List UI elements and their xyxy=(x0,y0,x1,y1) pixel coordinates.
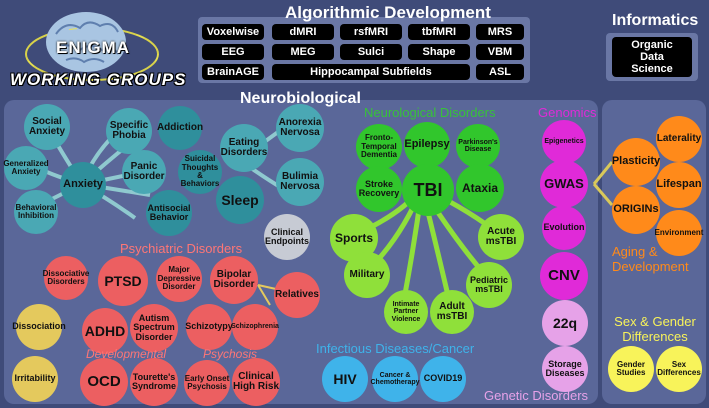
node-environment: Environment xyxy=(655,210,703,256)
node-addiction: Addiction xyxy=(157,106,203,150)
node-cnv: CNV xyxy=(540,252,588,300)
node-epigenetics: Epigenetics xyxy=(542,120,586,164)
brain-logo-icon xyxy=(25,12,159,81)
node-dissociative-disorders: Dissociative Disorders xyxy=(43,256,89,300)
aging-development-text: Aging & Development xyxy=(612,244,689,274)
node-clinical-endpoints: Clinical Endpoints xyxy=(264,214,310,260)
node-evolution: Evolution xyxy=(542,206,586,250)
informatics-title: Informatics xyxy=(612,12,699,29)
pill-dmri: dMRI xyxy=(272,24,334,40)
pill-voxelwise: Voxelwise xyxy=(202,24,264,40)
node-intimate-partner-violence: Intimate Partner Violence xyxy=(384,290,428,334)
node-plasticity: Plasticity xyxy=(612,138,660,186)
node-military: Military xyxy=(344,252,390,298)
node-adhd: ADHD xyxy=(82,308,128,354)
neurobiological-title: Neurobiological xyxy=(240,90,361,107)
node-tbi: TBI xyxy=(402,164,454,216)
pill-rsfmri: rsfMRI xyxy=(340,24,402,40)
pill-asl: ASL xyxy=(476,64,524,80)
node-frontotemporal-dementia: Fronto-Temporal Dementia xyxy=(356,124,402,170)
node-stroke-recovery: Stroke Recovery xyxy=(356,166,402,212)
node-autism-spectrum-disorder: Autism Spectrum Disorder xyxy=(130,304,178,352)
node-schizotypy: Schizotypy xyxy=(185,304,233,350)
node-ataxia: Ataxia xyxy=(456,164,504,212)
node-social-anxiety: Social Anxiety xyxy=(24,104,70,150)
node-tourettes-syndrome: Tourette's Syndrome xyxy=(130,358,178,406)
node-parkinsons-disease: Parkinson's Disease xyxy=(456,124,500,168)
node-22q: 22q xyxy=(542,300,588,346)
aging-development-label: Aging & Development xyxy=(612,244,704,274)
infectious-diseases-label: Infectious Diseases/Cancer xyxy=(316,341,475,356)
pill-shape: Shape xyxy=(408,44,470,60)
developmental-label: Developmental xyxy=(86,347,167,361)
node-anorexia-nervosa: Anorexia Nervosa xyxy=(276,104,324,152)
node-early-onset-psychosis: Early Onset Psychosis xyxy=(184,360,230,406)
node-origins: ORIGINs xyxy=(612,186,660,234)
genomics-label: Genomics xyxy=(538,105,597,120)
node-bulimia-nervosa: Bulimia Nervosa xyxy=(276,158,324,206)
psychosis-label: Psychosis xyxy=(203,347,258,361)
node-sleep: Sleep xyxy=(216,176,264,224)
pill-brainage: BrainAGE xyxy=(202,64,264,80)
pill-meg: MEG xyxy=(272,44,334,60)
sex-gender-label: Sex & Gender Differences xyxy=(606,314,704,344)
node-lifespan: Lifespan xyxy=(656,162,702,208)
node-behavioral-inhibition: Behavioral Inhibition xyxy=(14,190,58,234)
node-adult-mstbi: Adult msTBI xyxy=(430,290,474,334)
pill-eeg: EEG xyxy=(202,44,264,60)
node-hiv: HIV xyxy=(322,356,368,402)
psychiatric-disorders-label: Psychiatric Disorders xyxy=(120,241,243,256)
node-epilepsy: Epilepsy xyxy=(404,122,450,168)
pill-mrs: MRS xyxy=(476,24,524,40)
node-clinical-high-risk: Clinical High Risk xyxy=(232,358,280,406)
node-schizophrenia: Schizophrenia xyxy=(231,304,279,350)
node-acute-mstbi: Acute msTBI xyxy=(478,214,524,260)
node-covid19: COVID19 xyxy=(420,356,466,402)
node-suicidal-thoughts: Suicidal Thoughts & Behaviors xyxy=(178,150,222,194)
node-gender-studies: Gender Studies xyxy=(608,346,654,392)
node-anxiety: Anxiety xyxy=(60,162,106,208)
node-panic-disorder: Panic Disorder xyxy=(122,150,166,194)
node-ptsd: PTSD xyxy=(98,256,148,306)
node-dissociation: Dissociation xyxy=(12,304,66,350)
node-relatives: Relatives xyxy=(274,272,320,318)
logo-working-groups-text: WORKING GROUPS xyxy=(10,70,187,89)
node-eating-disorders: Eating Disorders xyxy=(220,124,268,172)
pill-sulci: Sulci xyxy=(340,44,402,60)
node-storage-diseases: Storage Diseases xyxy=(542,346,588,392)
node-irritability: Irritability xyxy=(12,356,58,402)
node-specific-phobia: Specific Phobia xyxy=(106,108,152,154)
algorithmic-title: Algorithmic Development xyxy=(285,3,491,22)
node-gwas: GWAS xyxy=(540,160,588,208)
node-antisocial-behavior: Antisocial Behavior xyxy=(146,190,192,236)
node-bipolar-disorder: Bipolar Disorder xyxy=(210,256,258,304)
neurological-disorders-label: Neurological Disorders xyxy=(364,105,496,120)
genetic-disorders-label: Genetic Disorders xyxy=(484,388,589,403)
node-ocd: OCD xyxy=(80,358,128,406)
node-cancer-chemotherapy: Cancer & Chemotherapy xyxy=(371,356,420,402)
pill-hippocampal-subfields: Hippocampal Subfields xyxy=(272,64,470,80)
node-sports: Sports xyxy=(330,214,378,262)
pill-vbm: VBM xyxy=(476,44,524,60)
node-laterality: Laterality xyxy=(656,116,702,162)
logo-enigma-text: ENIGMA xyxy=(56,38,130,57)
node-pediatric-mstbi: Pediatric msTBI xyxy=(466,262,512,308)
node-generalized-anxiety: Generalized Anxiety xyxy=(3,146,49,190)
pill-organic-data-science: Organic Data Science xyxy=(612,37,692,77)
node-sex-differences: Sex Differences xyxy=(656,346,702,392)
pill-tbfmri: tbfMRI xyxy=(408,24,470,40)
sex-gender-text: Sex & Gender Differences xyxy=(614,314,696,344)
node-major-depressive-disorder: Major Depressive Disorder xyxy=(156,256,202,302)
